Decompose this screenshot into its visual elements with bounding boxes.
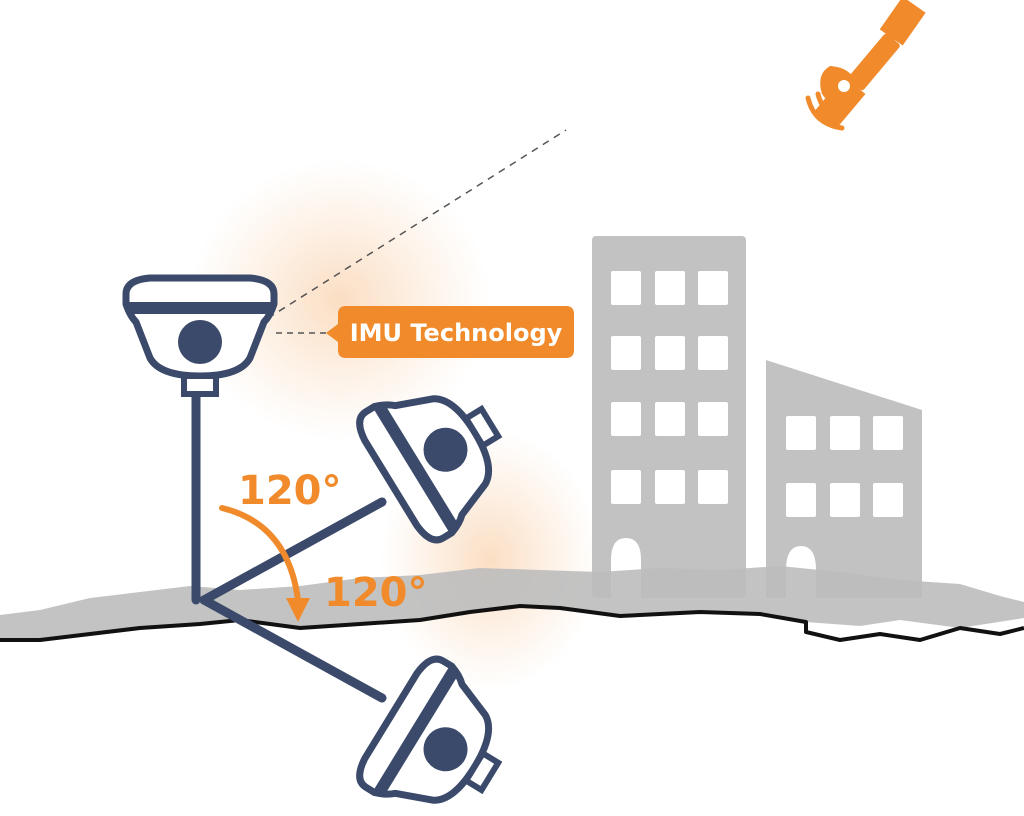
satellite-dish-icon xyxy=(805,66,859,131)
imu-callout-label: IMU Technology xyxy=(350,319,563,347)
glow-upper xyxy=(190,160,490,440)
angle-arc xyxy=(219,505,301,603)
short-building xyxy=(766,360,922,598)
signal-dashed-line xyxy=(245,129,567,333)
angle-label-lower: 120° xyxy=(324,570,428,616)
ground-edge xyxy=(0,604,1024,642)
pole-upper-tilted xyxy=(199,497,387,605)
angle-label-upper: 120° xyxy=(238,468,342,514)
imu-callout-badge xyxy=(326,306,574,358)
angle-arrow-icon xyxy=(286,598,310,622)
tall-building xyxy=(592,236,746,598)
pole-lower-tilted xyxy=(199,595,387,703)
